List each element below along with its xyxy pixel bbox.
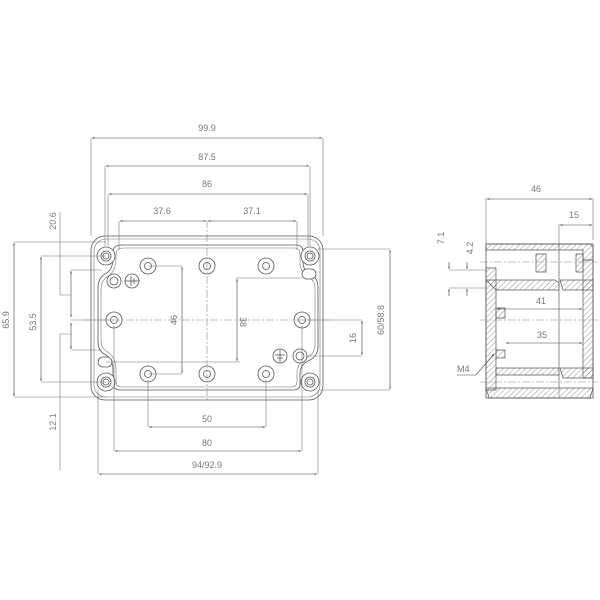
dim-overall-width: 99.9	[198, 123, 216, 133]
dim-overall-depth: 46	[531, 184, 541, 194]
ground-symbol-icon	[124, 273, 140, 289]
dim-lid-depth: 15	[569, 210, 579, 220]
dim-mount-spacing: 53.5	[28, 313, 38, 331]
dim-center-span: 38	[238, 317, 248, 327]
ground-symbol-icon	[272, 348, 288, 364]
thread-label: M4	[457, 364, 470, 374]
dim-gap: 4.2	[465, 242, 475, 255]
dim-top-offset: 20.6	[48, 212, 58, 230]
dim-boss-width: 35	[537, 330, 547, 340]
dim-left-half: 37.6	[153, 206, 171, 216]
top-view: 99.9 87.5 86 37.6 37.1 50 80 94/92.9 65.…	[1, 123, 391, 475]
dim-hole-spacing: 80	[202, 438, 212, 448]
dim-right-half: 37.1	[243, 206, 261, 216]
dim-inner-spacing: 46	[169, 315, 179, 325]
dim-base: 94/92.9	[192, 460, 222, 470]
dim-outer-rim: 87.5	[198, 152, 216, 162]
dim-inner-width-side: 41	[536, 296, 546, 306]
dim-wall-offset: 7.1	[436, 232, 446, 245]
dim-screw-spacing: 50	[202, 414, 212, 424]
dim-ground-offset: 16	[348, 333, 358, 343]
dim-overall-height: 65.9	[1, 311, 11, 329]
dim-bottom-offset: 12.1	[48, 413, 58, 431]
dim-inner-width: 86	[202, 179, 212, 189]
side-view: 46 15 7.1 4.2 41 35	[436, 184, 598, 399]
dim-height-right: 60/58.8	[376, 305, 386, 335]
